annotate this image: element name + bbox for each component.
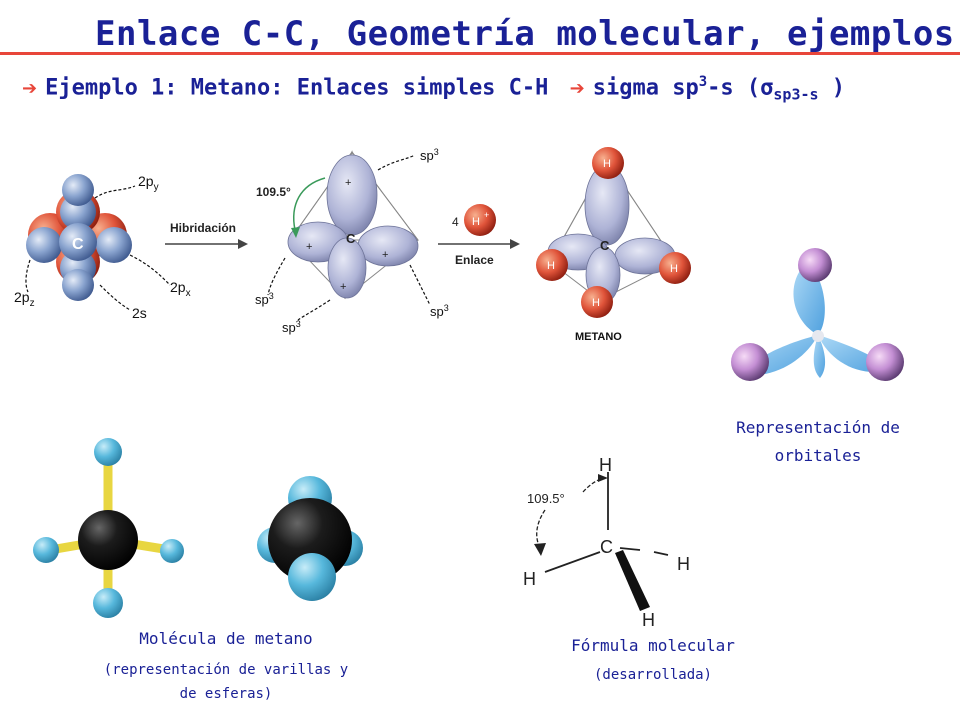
subtitle-after-sup: -s (: [707, 75, 761, 101]
bond-arrow: 4 H + Enlace: [438, 204, 520, 267]
arrow-right-icon: ➔: [569, 78, 585, 100]
svg-text:4: 4: [452, 215, 459, 229]
methane-orbital-figure: H H H H C METANO: [536, 147, 691, 343]
svg-text:+: +: [340, 281, 346, 293]
subtitle-prefix: Ejemplo 1: Metano: Enlaces simples C-H: [45, 75, 549, 101]
ball-and-stick-model: [33, 438, 184, 618]
example-subtitle: ➔Ejemplo 1: Metano: Enlaces simples C-H …: [22, 74, 845, 104]
svg-text:H: H: [472, 216, 480, 228]
orbital-representation: [731, 248, 904, 381]
svg-text:+: +: [382, 249, 388, 261]
developed-formula: H C H H H 109.5°: [523, 455, 690, 630]
svg-text:2py: 2py: [138, 173, 159, 193]
svg-text:2px: 2px: [170, 279, 191, 299]
svg-text:Enlace: Enlace: [455, 253, 494, 267]
hybridization-arrow: Hibridación: [165, 221, 248, 249]
formula-caption: Fórmula molecular: [571, 636, 735, 655]
svg-text:H: H: [642, 610, 655, 630]
subtitle-sub: sp3-s: [773, 85, 819, 104]
title-underline: [0, 52, 960, 55]
subtitle-suffix: ): [818, 75, 846, 101]
molecule-caption-sub2: de esferas): [179, 686, 273, 702]
molecule-caption-sub1: (representación de varillas y: [103, 662, 349, 678]
svg-text:109.5°: 109.5°: [527, 491, 565, 506]
svg-text:H: H: [677, 554, 690, 574]
svg-text:sp3: sp3: [282, 319, 301, 335]
carbon-label: C: [72, 236, 84, 253]
formula-caption-sub: (desarrollada): [593, 667, 712, 683]
svg-text:H: H: [603, 158, 611, 170]
svg-text:2s: 2s: [132, 305, 147, 321]
svg-text:+: +: [306, 241, 312, 253]
svg-text:H: H: [547, 260, 555, 272]
svg-text:Hibridación: Hibridación: [170, 221, 236, 235]
atomic-orbitals-figure: C 2py 2px 2pz 2s: [14, 173, 191, 321]
orbital-caption-line2: orbitales: [774, 446, 862, 465]
slide-title: Enlace C-C, Geometría molecular, ejemplo…: [95, 14, 955, 54]
svg-text:H: H: [523, 569, 536, 589]
svg-text:sp3: sp3: [430, 303, 449, 319]
arrow-right-icon: ➔: [22, 78, 38, 100]
svg-text:H: H: [599, 455, 612, 475]
svg-text:sp3: sp3: [255, 291, 274, 307]
subtitle-middle: sigma sp: [592, 75, 699, 101]
subtitle-sigma: σ: [760, 75, 774, 101]
sp3-hybrid-figure: C + + + + 109.5° sp3 sp3 sp3 sp3: [255, 147, 449, 335]
svg-text:C: C: [600, 238, 610, 253]
angle-label: 109.5°: [256, 185, 291, 199]
svg-text:H: H: [592, 297, 600, 309]
svg-text:+: +: [345, 177, 351, 189]
metano-label: METANO: [575, 331, 622, 343]
svg-text:sp3: sp3: [420, 147, 439, 163]
svg-text:C: C: [346, 231, 356, 246]
svg-text:+: +: [484, 210, 489, 220]
svg-text:H: H: [670, 263, 678, 275]
svg-text:2pz: 2pz: [14, 289, 35, 309]
svg-text:C: C: [600, 537, 613, 557]
space-filling-model: [257, 476, 363, 601]
molecule-caption: Molécula de metano: [139, 629, 313, 648]
orbital-caption-line1: Representación de: [736, 418, 900, 437]
subtitle-sup: 3: [698, 74, 708, 90]
